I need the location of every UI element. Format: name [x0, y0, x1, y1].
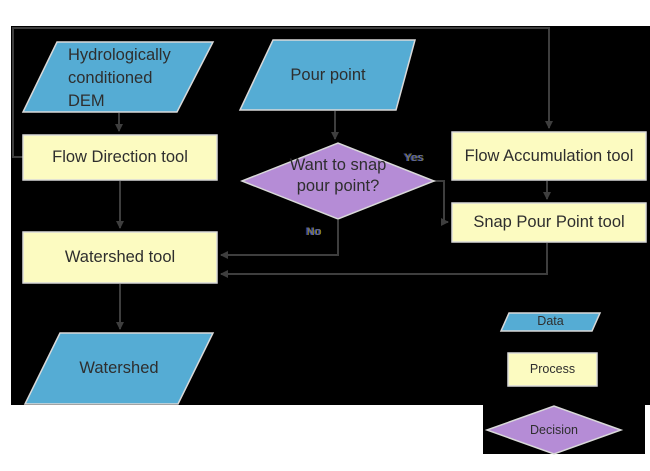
- pour-point-label: Pour point: [290, 65, 366, 84]
- flow-direction-box: [22, 134, 218, 181]
- legend-decision-diamond: [484, 405, 624, 455]
- watershed-tool-label: Watershed tool: [64, 248, 176, 266]
- legend-decision-label: Decision: [530, 422, 578, 437]
- connector-flow-direction-to-flow-accumulation: [12, 27, 553, 158]
- snap-pour-point-label: Snap Pour Point tool: [473, 213, 625, 231]
- legend-process-box: [507, 352, 598, 387]
- watershed-label: Watershed: [79, 359, 159, 377]
- decision-diamond: [239, 142, 437, 220]
- legend-process-label: Process: [529, 362, 576, 376]
- flow-accumulation-label: Flow Accumulation tool: [464, 146, 634, 165]
- legend-data-parallelogram: [499, 312, 602, 332]
- yes-branch-label: Yes: [404, 152, 424, 164]
- connector-decision-yes-to-snap-pour-point: [434, 180, 449, 226]
- flow-direction-label: Flow Direction tool: [52, 148, 188, 166]
- watershed-parallelogram: [23, 332, 215, 405]
- connector-decision-no-to-watershed-tool: [220, 220, 339, 259]
- connector-snap-pour-point-to-watershed-tool: [220, 243, 548, 278]
- no-branch-label: No: [306, 226, 322, 238]
- watershed-tool-box: [22, 231, 218, 284]
- flow-accumulation-box: [451, 131, 647, 181]
- dem-label: Hydrologically conditioned DEM: [68, 46, 171, 110]
- pour-point-parallelogram: [238, 39, 416, 111]
- legend-data-label: Data: [537, 314, 564, 328]
- snap-pour-point-box: [451, 202, 647, 243]
- dem-parallelogram: [21, 41, 215, 113]
- decision-label: Want to snap pour point?: [289, 156, 387, 195]
